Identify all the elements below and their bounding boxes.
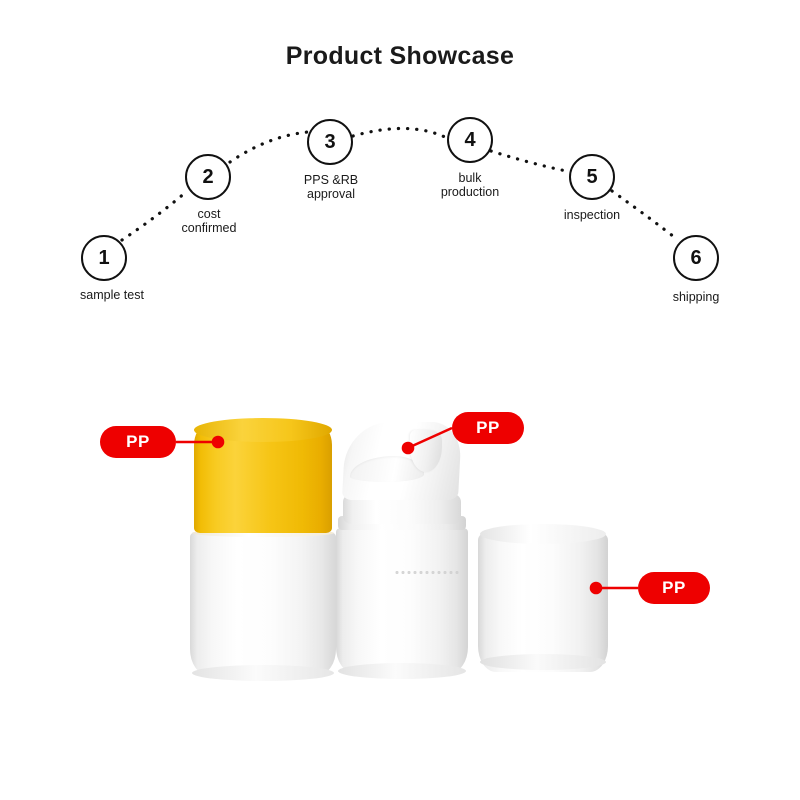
flow-node-3-number: 3: [324, 131, 336, 153]
material-badge-pump-head[interactable]: PP: [452, 412, 524, 444]
pump-bottle-base: [338, 663, 466, 679]
product-yellow-cap-bottle[interactable]: [190, 418, 336, 681]
flow-link-5-6: [610, 189, 680, 242]
process-flow-diagram: 1 sample test 2 cost confirmed 3 PPS &RB…: [0, 100, 800, 320]
bottle-cap-top-ellipse: [194, 418, 332, 442]
bottle-body: [190, 532, 336, 681]
flow-connector-lines: [120, 126, 680, 242]
flow-node-5-label: inspection: [563, 208, 621, 222]
material-badge-cap-cylinder[interactable]: PP: [638, 572, 710, 604]
flow-node-6-number: 6: [690, 247, 702, 269]
page-title: Product Showcase: [285, 42, 515, 70]
material-badge-yellow-cap[interactable]: PP: [100, 426, 176, 458]
pump-bottle-dot-band: [394, 571, 460, 574]
flow-node-1-label: sample test: [80, 288, 144, 302]
flow-node-1-number: 1: [98, 247, 110, 269]
flow-node-4[interactable]: 4: [447, 117, 493, 163]
flow-link-3-4: [351, 126, 449, 140]
flow-node-6-label: shipping: [672, 290, 720, 304]
flow-node-3[interactable]: 3: [307, 119, 353, 165]
bottle-seam: [192, 529, 334, 537]
product-white-cap-cylinder[interactable]: [478, 524, 608, 680]
flow-node-2-label: cost confirmed: [181, 207, 237, 235]
flow-node-6[interactable]: 6: [673, 235, 719, 281]
flow-node-5-number: 5: [586, 166, 598, 188]
flow-node-4-label: bulk production: [440, 171, 500, 199]
flow-node-2-number: 2: [202, 166, 214, 188]
cap-cylinder-top-ellipse: [480, 524, 606, 544]
flow-node-3-label: PPS &RB approval: [303, 173, 359, 201]
flow-node-5[interactable]: 5: [569, 154, 615, 200]
flow-link-2-3: [228, 130, 310, 164]
bottle-body-base: [192, 665, 334, 681]
flow-link-4-5: [489, 149, 573, 174]
pump-bottle-body: [336, 528, 468, 679]
product-showcase-images: PP PP PP: [0, 390, 800, 720]
flow-node-1[interactable]: 1: [81, 235, 127, 281]
cap-cylinder-base: [480, 654, 606, 670]
flow-node-2[interactable]: 2: [185, 154, 231, 200]
product-airless-pump-bottle[interactable]: [336, 418, 468, 680]
cap-cylinder-body: [478, 532, 608, 672]
flow-link-1-2: [120, 190, 188, 242]
flow-node-4-number: 4: [464, 129, 476, 151]
